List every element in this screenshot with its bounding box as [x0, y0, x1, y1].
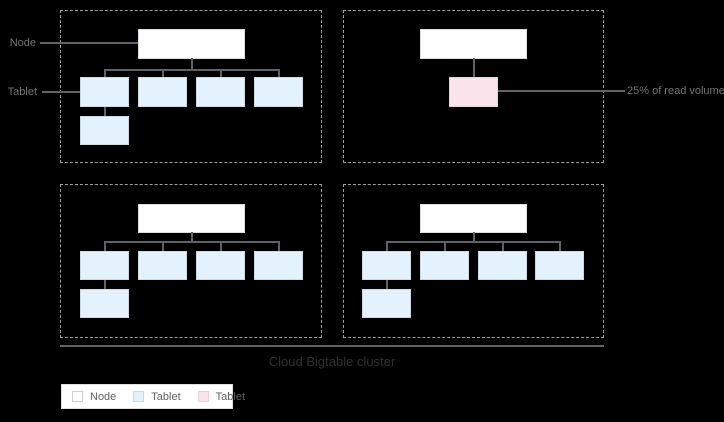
connector-line: [104, 69, 279, 71]
tablet-box: [80, 116, 129, 145]
hot-tablet-swatch-icon: [197, 391, 209, 402]
node-swatch-icon: [72, 391, 83, 402]
tablet-box: [80, 251, 129, 280]
node-zone-outline: [343, 10, 604, 163]
legend-label: Node: [90, 390, 117, 403]
tablet-box: [80, 77, 129, 107]
legend: Node Tablet Tablet: [61, 384, 245, 409]
tablet-callout-line: [42, 91, 80, 93]
connector-line: [386, 280, 388, 289]
node-box: [420, 204, 527, 233]
cluster-boundary-line: [60, 345, 604, 347]
connector-line: [473, 58, 475, 77]
connector-line: [191, 232, 193, 242]
connector-line: [386, 241, 560, 243]
connector-line: [162, 69, 164, 78]
connector-line: [444, 241, 446, 251]
connector-line: [220, 69, 222, 78]
connector-line: [220, 241, 222, 251]
connector-line: [104, 69, 106, 78]
tablet-box: [254, 77, 303, 107]
tablet-box: [196, 251, 245, 280]
tablet-box: [362, 251, 411, 280]
legend-item-hot-tablet: Tablet: [197, 390, 246, 403]
tablet-swatch-icon: [133, 391, 145, 402]
connector-line: [502, 241, 504, 251]
connector-line: [559, 241, 561, 251]
node-zone-outline: [60, 184, 322, 338]
tablet-box: [80, 289, 129, 318]
connector-line: [278, 69, 280, 78]
connector-line: [278, 241, 280, 251]
node-callout-line: [40, 42, 138, 44]
connector-line: [162, 241, 164, 251]
connector-line: [104, 241, 279, 243]
read-volume-callout-line: [498, 90, 625, 92]
legend-item-node: Node: [72, 391, 116, 403]
tablet-box: [138, 251, 187, 280]
tablet-box: [362, 289, 411, 318]
connector-line: [104, 107, 106, 116]
tablet-box: [254, 251, 303, 280]
connector-line: [104, 280, 106, 289]
hot-tablet-box: [449, 77, 498, 107]
tablet-callout-label: Tablet: [7, 86, 37, 98]
connector-line: [191, 58, 193, 69]
tablet-box: [196, 77, 245, 107]
node-zone-outline: [60, 10, 322, 163]
cluster-title: Cloud Bigtable cluster: [268, 354, 396, 369]
connector-line: [104, 241, 106, 251]
tablet-box: [420, 251, 469, 280]
legend-item-tablet: Tablet: [133, 390, 181, 403]
connector-line: [473, 232, 475, 242]
connector-line: [386, 241, 388, 251]
legend-label: Tablet: [215, 390, 246, 403]
tablet-box: [535, 251, 584, 280]
tablet-box: [138, 77, 187, 107]
node-zone-outline: [343, 184, 604, 338]
node-callout-label: Node: [9, 37, 36, 49]
tablet-box: [478, 251, 527, 280]
legend-label: Tablet: [151, 390, 181, 403]
read-volume-callout-label: 25% of read volume: [627, 85, 724, 97]
